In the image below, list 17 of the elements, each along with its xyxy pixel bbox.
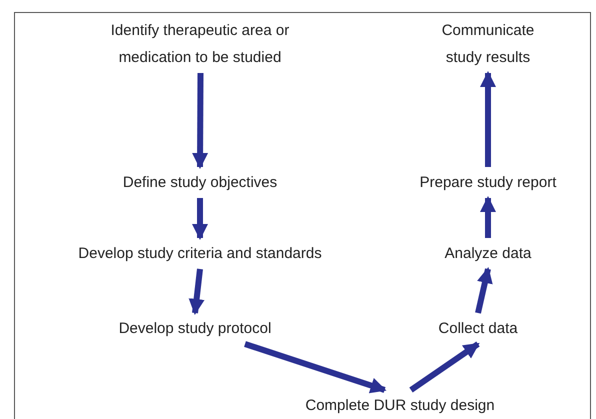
step-label: Define study objectives bbox=[122, 172, 278, 192]
step-label: Communicate study results bbox=[440, 21, 536, 68]
step-label: Analyze data bbox=[444, 244, 532, 264]
arrow bbox=[409, 342, 480, 392]
step-label: Identify therapeutic area or medication to be studied bbox=[110, 21, 290, 68]
step-label: Develop study criteria and standards bbox=[78, 244, 322, 264]
arrow bbox=[480, 196, 496, 238]
arrow bbox=[475, 267, 493, 314]
arrow bbox=[192, 198, 208, 240]
arrow bbox=[188, 268, 205, 315]
step-label: Develop study protocol bbox=[118, 318, 272, 338]
arrow bbox=[244, 341, 386, 394]
arrow bbox=[192, 72, 208, 169]
step-label: Complete DUR study design bbox=[305, 396, 495, 416]
step-label: Prepare study report bbox=[420, 172, 556, 192]
arrow bbox=[480, 71, 496, 167]
step-label: Collect data bbox=[438, 318, 518, 338]
